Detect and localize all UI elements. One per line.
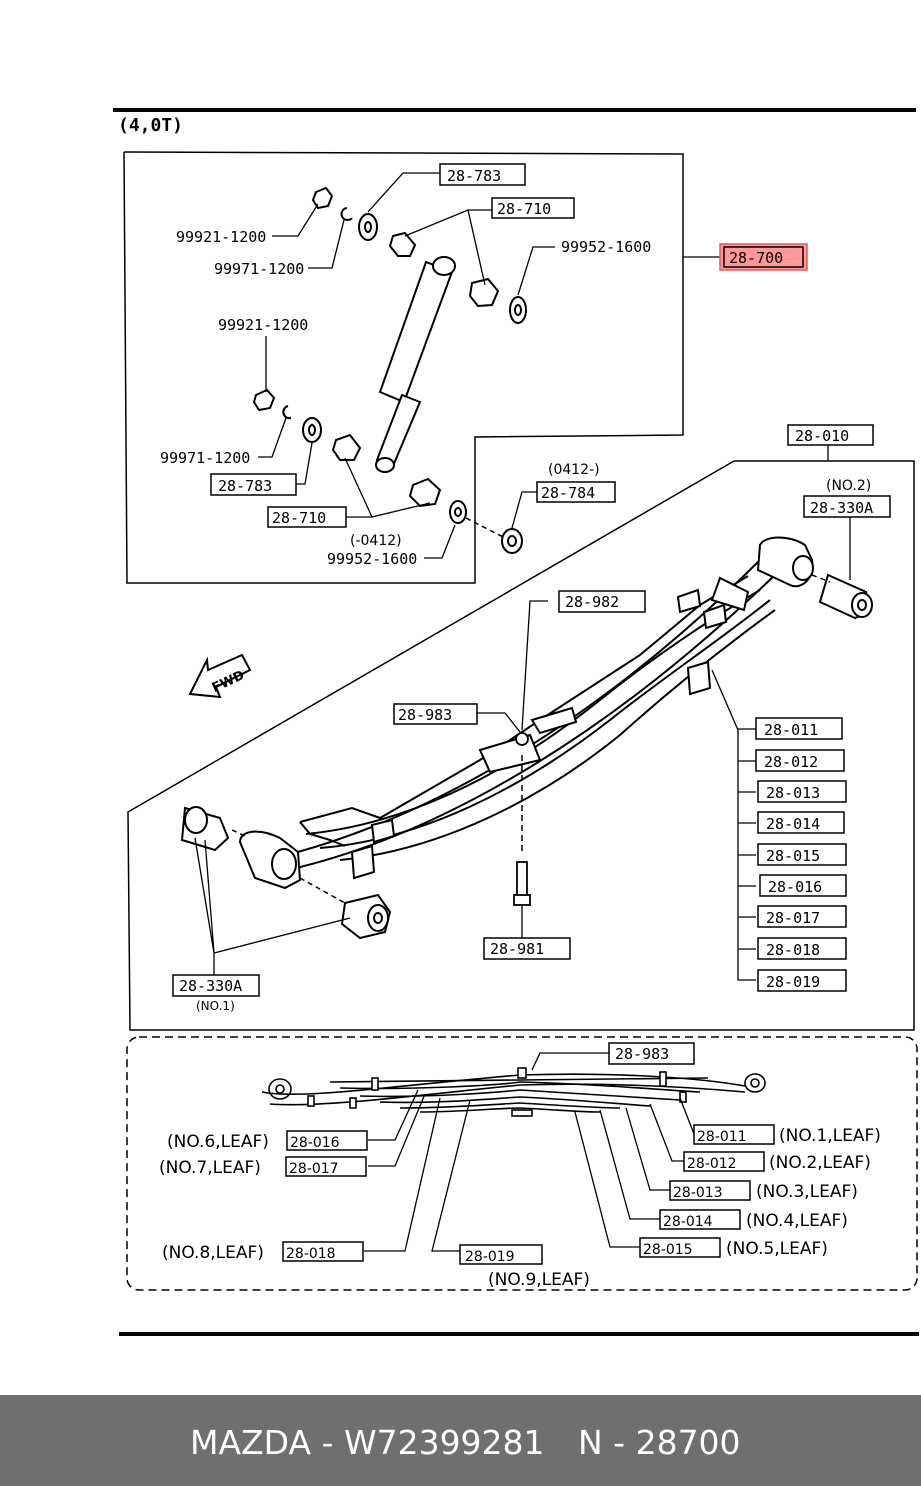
box-28-710-top <box>491 197 575 219</box>
label-28-330a-no2: 28-330A <box>810 499 873 517</box>
label-28-019: 28-019 <box>766 973 820 991</box>
label-28-018: 28-018 <box>766 941 820 959</box>
note-no1-leaf: (NO.1,LEAF) <box>779 1126 881 1146</box>
label-28-784: 28-784 <box>541 484 595 502</box>
box-28-981 <box>483 937 571 960</box>
box-28-983 <box>393 703 478 725</box>
label-99921-1200-b: 99921-1200 <box>218 316 308 334</box>
fwd-arrow-icon: FWD <box>188 653 252 699</box>
label-28-011: 28-011 <box>764 721 818 739</box>
top-rule <box>113 108 916 112</box>
note-no8-leaf: (NO.8,LEAF) <box>162 1243 264 1263</box>
box-28-710-bot <box>267 506 347 528</box>
footer-section-code: N - 28700 <box>578 1423 741 1462</box>
label-28-700[interactable]: 28-700 <box>729 249 783 267</box>
box-28-700 <box>723 246 804 268</box>
box-detail-28-012 <box>683 1151 765 1172</box>
label-28-710-bot: 28-710 <box>272 509 326 527</box>
box-detail-28-013 <box>669 1180 751 1201</box>
spring-eyes-bushings <box>180 536 873 940</box>
spring-group-frame <box>127 460 915 1031</box>
variant-label: (4,0T) <box>118 115 183 136</box>
note-no3-leaf: (NO.3,LEAF) <box>756 1182 858 1202</box>
note-no2: (NO.2) <box>826 478 871 494</box>
label-28-710-top: 28-710 <box>497 200 551 218</box>
label-99952-1600-top: 99952-1600 <box>561 238 651 256</box>
label-28-013: 28-013 <box>766 784 820 802</box>
footer-part-number: MAZDA - W72399281 <box>190 1423 545 1462</box>
label-99952-1600-bot: 99952-1600 <box>327 550 417 568</box>
box-detail-28-983 <box>608 1042 695 1065</box>
label-28-982: 28-982 <box>565 593 619 611</box>
label-28-983: 28-983 <box>398 706 452 724</box>
note-no5-leaf: (NO.5,LEAF) <box>726 1239 828 1259</box>
note-0412-after: (0412-) <box>548 462 600 478</box>
shock-group-frame <box>123 151 684 584</box>
label-28-017: 28-017 <box>766 909 820 927</box>
label-detail-28-016: 28-016 <box>290 1135 340 1151</box>
box-28-330a-no1 <box>172 974 260 997</box>
bottom-rule <box>119 1332 919 1336</box>
note-no2-leaf: (NO.2,LEAF) <box>769 1153 871 1173</box>
label-detail-28-015: 28-015 <box>643 1242 693 1258</box>
box-detail-28-018 <box>282 1241 364 1262</box>
label-detail-28-012: 28-012 <box>687 1156 737 1172</box>
label-detail-28-017: 28-017 <box>289 1161 339 1177</box>
bushing-dashed-c <box>811 574 831 583</box>
label-detail-28-014: 28-014 <box>663 1214 713 1230</box>
box-28-784 <box>536 481 616 503</box>
leaf-spring <box>274 559 779 880</box>
box-detail-28-011 <box>693 1124 775 1145</box>
label-99971-1200-a: 99971-1200 <box>214 260 304 278</box>
label-28-016: 28-016 <box>768 878 822 896</box>
box-28-982 <box>558 590 646 613</box>
label-detail-28-011: 28-011 <box>697 1129 747 1145</box>
note-no1: (NO.1) <box>196 999 235 1013</box>
note-no9-leaf: (NO.9,LEAF) <box>488 1270 590 1290</box>
label-28-330a-no1: 28-330A <box>179 977 242 995</box>
label-28-010: 28-010 <box>795 427 849 445</box>
box-detail-28-019 <box>459 1244 543 1265</box>
shock-top-hardware <box>311 186 527 324</box>
label-99921-1200-a: 99921-1200 <box>176 228 266 246</box>
shock-bottom-hardware <box>252 388 523 554</box>
box-28-010 <box>787 424 874 446</box>
spring-leaders <box>194 517 851 981</box>
note-0412-before: (-0412) <box>350 533 402 549</box>
bushing-dashed-a <box>231 829 246 837</box>
detail-spring <box>261 1067 766 1117</box>
box-28-330a-no2 <box>803 495 891 518</box>
label-detail-28-983: 28-983 <box>615 1045 669 1063</box>
box-28-783-top <box>439 163 526 186</box>
footer-bar: MAZDA - W72399281 N - 28700 <box>0 1395 921 1486</box>
label-detail-28-018: 28-018 <box>286 1246 336 1262</box>
label-28-014: 28-014 <box>766 815 820 833</box>
label-99971-1200-b: 99971-1200 <box>160 449 250 467</box>
shock-leaders <box>258 172 721 559</box>
note-no4-leaf: (NO.4,LEAF) <box>746 1211 848 1231</box>
label-28-015: 28-015 <box>766 847 820 865</box>
parts-diagram: (4,0T) <box>113 108 919 1336</box>
label-28-783-top: 28-783 <box>447 167 501 185</box>
leaf-label-column <box>755 717 847 992</box>
shock-dashed-line <box>465 517 504 538</box>
label-detail-28-019: 28-019 <box>465 1249 515 1265</box>
center-bolt <box>513 732 531 906</box>
note-no7-leaf: (NO.7,LEAF) <box>159 1158 261 1178</box>
box-detail-28-015 <box>639 1237 721 1258</box>
box-28-783-bot <box>210 473 297 496</box>
highlight-28-700 <box>719 243 808 271</box>
shock-absorber <box>375 256 456 473</box>
detail-frame <box>126 1036 918 1291</box>
box-detail-28-014 <box>659 1209 741 1230</box>
box-detail-28-016 <box>286 1130 368 1151</box>
box-detail-28-017 <box>285 1156 367 1177</box>
note-no6-leaf: (NO.6,LEAF) <box>167 1132 269 1152</box>
label-detail-28-013: 28-013 <box>673 1185 723 1201</box>
label-28-012: 28-012 <box>764 753 818 771</box>
label-28-981: 28-981 <box>490 940 544 958</box>
label-28-783-bot: 28-783 <box>218 477 272 495</box>
bushing-dashed-b <box>299 877 346 904</box>
detail-leaders <box>364 1052 695 1252</box>
